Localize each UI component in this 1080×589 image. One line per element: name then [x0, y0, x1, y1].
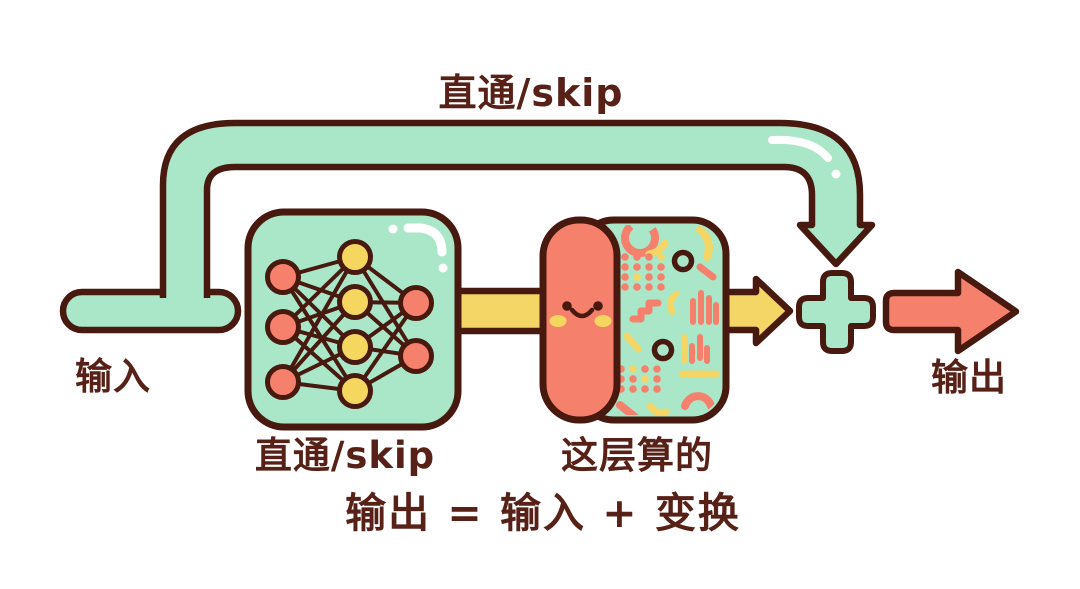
dot-grid-1	[621, 253, 665, 291]
yellow-connector	[444, 287, 552, 335]
output-arrow	[882, 268, 1020, 355]
nn-nodes	[265, 239, 434, 409]
skip-block	[244, 208, 462, 431]
input-bar	[59, 288, 242, 334]
skip-top-label: 直通/skip	[438, 71, 624, 115]
skip-pipe-arrow	[159, 119, 876, 298]
layer-pill	[539, 216, 621, 424]
plus-icon	[796, 270, 876, 354]
residual-formula: 输出 = 输入 + 变换	[345, 489, 741, 537]
input-label: 输入	[75, 355, 151, 398]
pipe-shine	[768, 135, 841, 179]
skip-box-label: 直通/skip	[254, 434, 436, 477]
bar-group-2	[681, 334, 710, 364]
output-label: 输出	[931, 356, 1007, 399]
layer-output-label: 这层算的	[561, 434, 713, 477]
smiling-face-icon	[549, 301, 612, 327]
transform-block	[539, 216, 730, 424]
box-shine	[388, 223, 448, 273]
bar-group-1	[690, 290, 719, 325]
